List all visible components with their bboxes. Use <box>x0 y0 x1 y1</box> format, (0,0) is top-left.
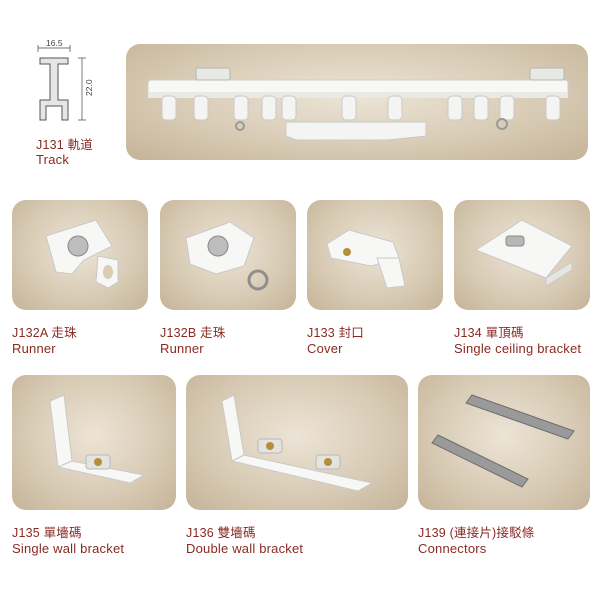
product-name: Single wall bracket <box>12 541 125 556</box>
product-code: J139 (連接片)接駁條 <box>418 526 535 540</box>
track-profile-drawing: 16.5 22.0 <box>30 38 110 130</box>
product-name: Connectors <box>418 541 487 556</box>
product-code: J136 雙墻碼 <box>186 526 256 540</box>
cover-photo <box>307 200 443 310</box>
track-name: Track <box>36 152 70 167</box>
product-code: J135 單墻碼 <box>12 526 82 540</box>
product-code: J132A 走珠 <box>12 326 77 340</box>
product-name: Cover <box>307 341 343 356</box>
connectors-photo <box>418 375 590 510</box>
ceiling-bracket-photo <box>454 200 590 310</box>
product-code: J133 封口 <box>307 326 364 340</box>
product-name: Runner <box>12 341 56 356</box>
double-wall-bracket-photo <box>186 375 408 510</box>
single-wall-bracket-photo <box>12 375 176 510</box>
profile-height-label: 22.0 <box>84 79 94 96</box>
product-name: Single ceiling bracket <box>454 341 582 356</box>
product-name: Double wall bracket <box>186 541 304 556</box>
profile-width-label: 16.5 <box>46 40 63 48</box>
product-name: Runner <box>160 341 204 356</box>
product-code: J132B 走珠 <box>160 326 226 340</box>
runner-b-photo <box>160 200 296 310</box>
product-code: J134 單頂碼 <box>454 326 524 340</box>
runner-a-photo <box>12 200 148 310</box>
track-photo <box>126 44 588 160</box>
track-code: J131 軌道 <box>36 138 93 152</box>
